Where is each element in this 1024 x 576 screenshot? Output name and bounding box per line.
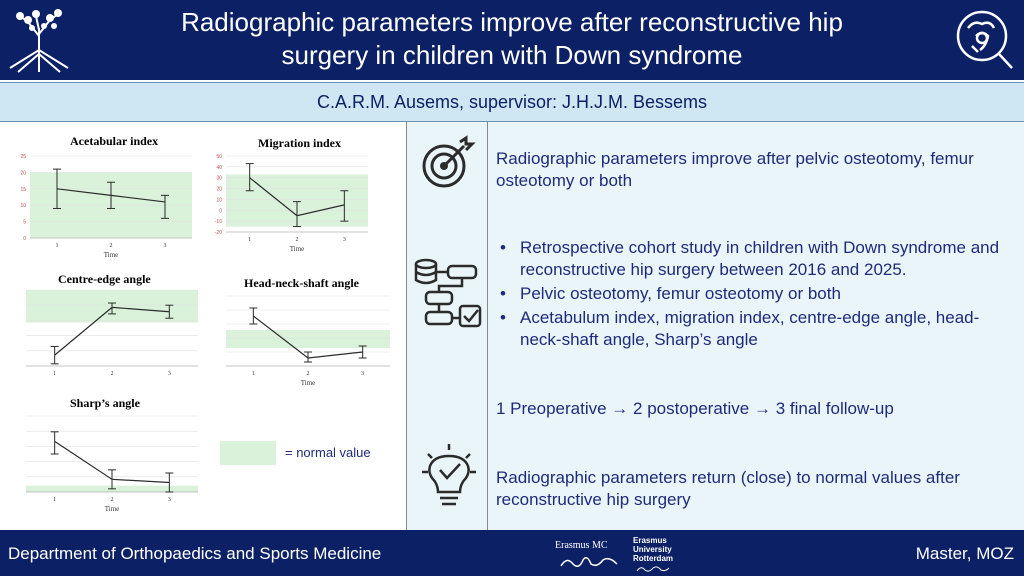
y-tick-label: 40	[216, 165, 222, 171]
chart-title-acetabular: Acetabular index	[70, 134, 159, 148]
y-tick-label: 15	[20, 187, 26, 193]
y-tick-label: 25	[20, 154, 26, 160]
erasmus-mc-logo: Erasmus MC	[555, 540, 608, 551]
x-tick-label: 1	[53, 371, 56, 377]
y-tick-label: 5	[23, 220, 26, 226]
erasmus-university-logo: Erasmus University Rotterdam	[633, 536, 673, 563]
department-label: Department of Orthopaedics and Sports Me…	[8, 544, 382, 563]
chart-title-head-neck-shaft: Head-neck-shaft angle	[244, 276, 359, 290]
y-tick-label: 30	[216, 176, 222, 182]
x-axis-label: Time	[290, 245, 305, 253]
program-label: Master, MOZ	[915, 544, 1014, 563]
list-item: Retrospective cohort study in children w…	[498, 237, 1008, 281]
x-axis-label: Time	[301, 379, 316, 387]
erasmus-signature-small-icon	[636, 566, 670, 572]
centre-edge-angle-chart: 1 2 3	[26, 289, 198, 377]
institution-logos: Erasmus MC Erasmus University Rotterdam	[555, 534, 685, 574]
x-tick-label: 1	[248, 237, 251, 243]
y-tick-label: 10	[20, 203, 26, 209]
title-line-2: surgery in children with Down syndrome	[281, 40, 743, 70]
methods-list: Retrospective cohort study in children w…	[498, 237, 1008, 353]
poster-title: Radiographic parameters improve after re…	[100, 6, 924, 72]
logo-line: Rotterdam	[633, 554, 674, 563]
x-tick-label: 2	[296, 237, 299, 243]
y-tick-label: -10	[215, 219, 222, 225]
x-tick-label: 3	[168, 371, 171, 377]
authors-bar: C.A.R.M. Ausems, supervisor: J.H.J.M. Be…	[0, 82, 1024, 122]
normal-value-legend: = normal value	[285, 445, 371, 460]
y-tick-label: 10	[216, 197, 222, 203]
y-tick-label: 0	[23, 236, 26, 242]
target-icon	[422, 135, 476, 188]
x-axis-label: Time	[104, 251, 119, 259]
x-tick-label: 2	[111, 497, 114, 503]
x-tick-label: 2	[110, 243, 113, 249]
y-tick-label: 20	[20, 170, 26, 176]
footer-bar: Department of Orthopaedics and Sports Me…	[0, 530, 1024, 576]
logo-line: Erasmus	[633, 536, 667, 545]
y-tick-label: 0	[219, 208, 222, 214]
hip-joint-magnifier-icon	[956, 10, 1013, 69]
y-tick-label: 50	[216, 154, 222, 160]
x-tick-label: 1	[252, 371, 255, 377]
x-tick-label: 2	[307, 371, 310, 377]
chart-title-centre-edge: Centre-edge angle	[58, 272, 151, 286]
x-tick-label: 2	[111, 371, 114, 377]
lightbulb-icon	[422, 444, 476, 506]
normal-range-band	[226, 330, 390, 348]
list-item: Pelvic osteotomy, femur osteotomy or bot…	[498, 283, 1008, 305]
logo-line: University	[633, 545, 672, 554]
chart-title-migration: Migration index	[258, 136, 341, 150]
header-bar: Radiographic parameters improve after re…	[0, 0, 1024, 80]
normal-value-swatch	[220, 441, 276, 465]
x-tick-label: 3	[164, 243, 167, 249]
y-tick-label: -20	[215, 230, 222, 236]
x-tick-label: 1	[56, 243, 59, 249]
y-tick-label: 20	[216, 187, 222, 193]
title-line-1: Radiographic parameters improve after re…	[181, 7, 843, 37]
tree-icon	[9, 9, 69, 73]
timeline-text: 1 Preoperative → 2 postoperative → 3 fin…	[496, 399, 894, 418]
conclusion-text: Radiographic parameters return (close) t…	[496, 468, 960, 509]
x-tick-label: 3	[343, 237, 346, 243]
x-tick-label: 3	[168, 497, 171, 503]
list-item: Acetabulum index, migration index, centr…	[498, 307, 1008, 351]
x-tick-label: 1	[53, 497, 56, 503]
chart-title-sharps: Sharp’s angle	[70, 396, 140, 410]
flowchart-icon	[414, 258, 482, 328]
x-axis-label: Time	[105, 505, 120, 513]
finding-improve: Radiographic parameters improve after pe…	[496, 149, 974, 190]
x-tick-label: 3	[361, 371, 364, 377]
erasmus-signature-icon	[560, 557, 618, 567]
